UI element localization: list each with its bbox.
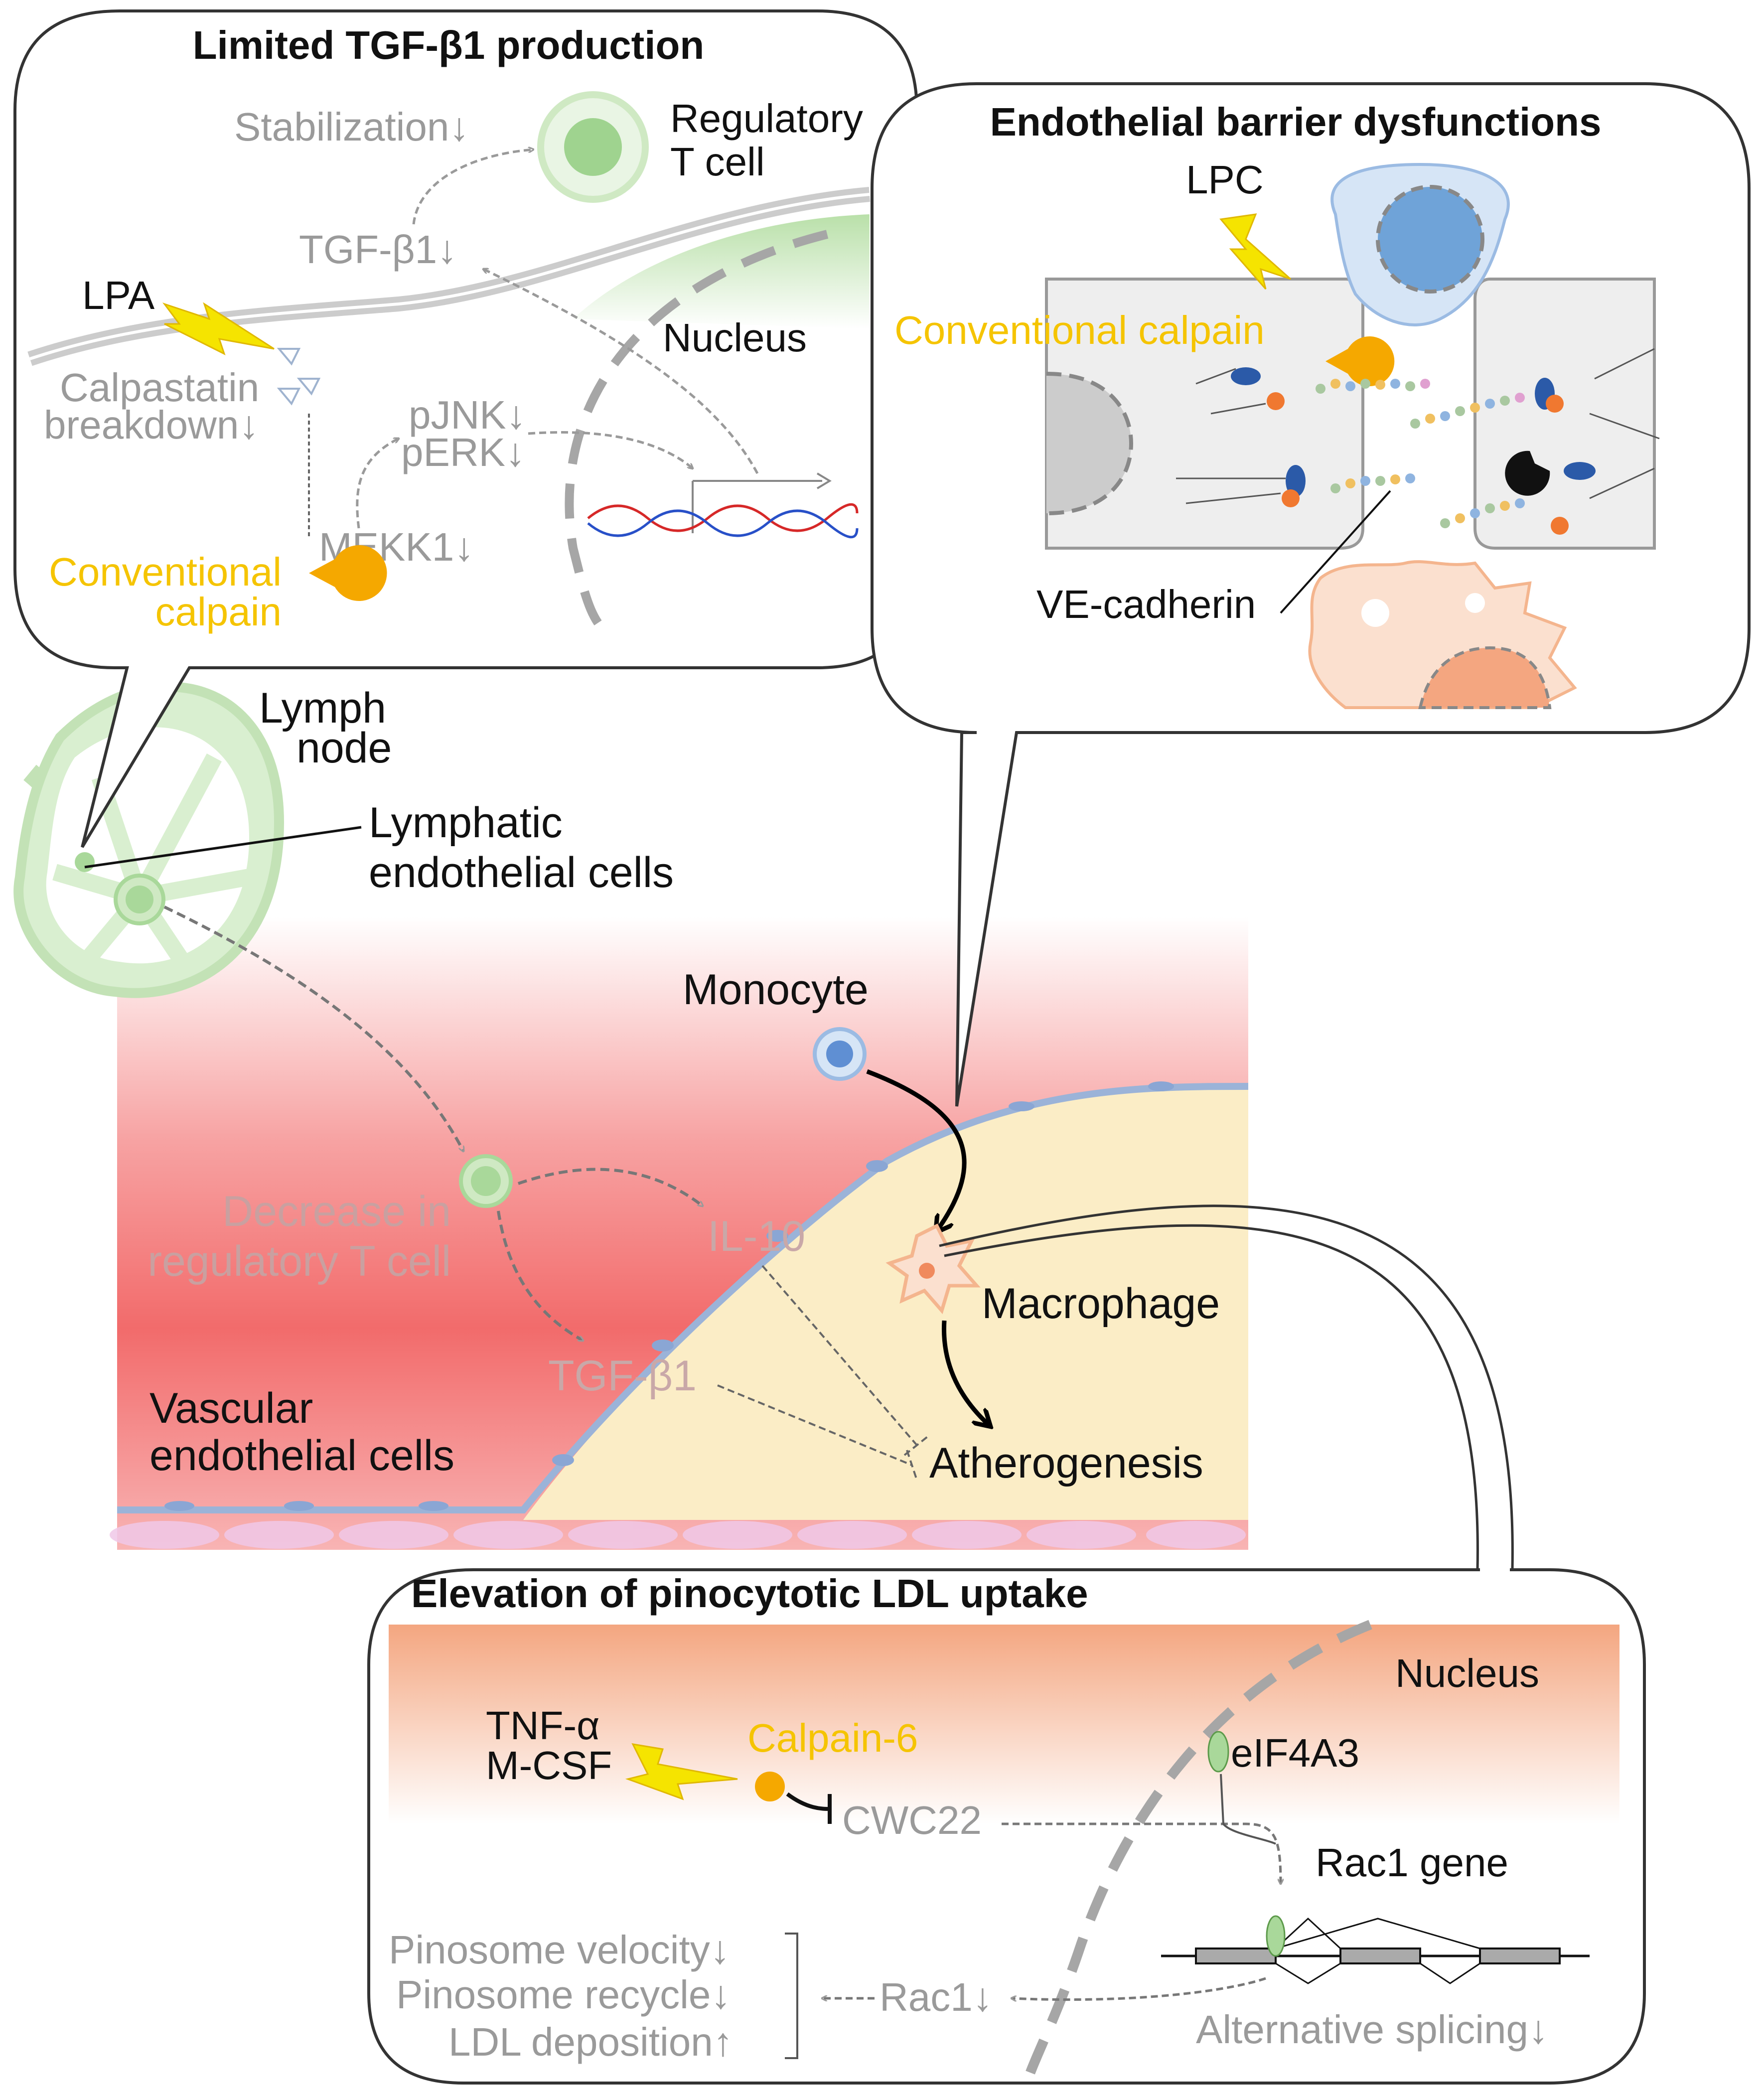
monocyte-to-macrophage-arrow bbox=[866, 1069, 967, 1231]
lymph-node-label-2: node bbox=[296, 724, 392, 772]
tnf-lightning-icon bbox=[625, 1743, 738, 1800]
treg-to-il10-arrow bbox=[518, 1168, 703, 1206]
decrease-treg-label-2: regulatory T cell bbox=[147, 1237, 451, 1285]
macrophage-label: Macrophage bbox=[982, 1280, 1220, 1328]
vascular-endothelium-line bbox=[117, 1083, 1249, 1513]
tgfb1-to-treg-arrow bbox=[412, 150, 533, 225]
ldl-callout-connector bbox=[939, 1204, 1514, 1570]
transmigrating-monocyte bbox=[1330, 162, 1510, 326]
smooth-muscle-layer bbox=[110, 1521, 1246, 1549]
pinosome-velocity-label: Pinosome velocity↓ bbox=[389, 1928, 730, 1972]
gene-transcription-icon bbox=[587, 472, 859, 539]
lymph-node-label: Lymph bbox=[259, 684, 386, 732]
eif4a3-link bbox=[1220, 1774, 1276, 1845]
calpain6-label: Calpain-6 bbox=[747, 1716, 918, 1760]
vec-label-2: endothelial cells bbox=[149, 1432, 454, 1480]
ldl-nucleus-band bbox=[389, 1625, 1619, 1824]
endo-calpain-label: Conventional calpain bbox=[894, 308, 1265, 352]
lpc-lightning-icon bbox=[1219, 213, 1291, 290]
pinosome-recycle-label: Pinosome recycle↓ bbox=[396, 1972, 731, 2017]
tnf-label: TNF-α bbox=[486, 1703, 599, 1748]
lec-label: Lymphatic bbox=[369, 799, 563, 847]
endo-calpain-pacman-icon bbox=[1325, 336, 1395, 386]
stabilization-label: Stabilization↓ bbox=[234, 105, 469, 149]
endo-panel-title: Endothelial barrier dysfunctions bbox=[990, 100, 1602, 144]
tgf-calpain-label: Conventional bbox=[49, 550, 282, 594]
perk-to-gene-arrow bbox=[528, 431, 693, 468]
transmigrating-macrophage bbox=[1308, 560, 1577, 709]
endothelial-cell-nuclei bbox=[164, 1081, 1174, 1511]
macrophage-to-atherogenesis-arrow bbox=[941, 1320, 989, 1425]
cytoskeleton-lines bbox=[1176, 348, 1660, 504]
lec-leader-line bbox=[84, 826, 362, 869]
ve-cadherin-label: VE-cadherin bbox=[1036, 582, 1256, 626]
endothelial-cell-left bbox=[1045, 278, 1364, 550]
atherogenesis-label: Atherogenesis bbox=[929, 1439, 1203, 1487]
il10-label: IL-10 bbox=[708, 1212, 805, 1260]
ve-cadherin-chains bbox=[1316, 379, 1525, 528]
mcsf-label: M-CSF bbox=[486, 1743, 612, 1788]
rac1-gene-label: Rac1 gene bbox=[1316, 1840, 1508, 1885]
ldl-nuclear-envelope bbox=[1022, 1620, 1372, 2085]
splicing-to-rac1-arrow bbox=[1012, 1977, 1266, 2000]
eif4a3-icon bbox=[1207, 1731, 1229, 1773]
perk-label: pERK↓ bbox=[401, 430, 525, 474]
tgf-panel-border bbox=[13, 9, 918, 848]
calpastatin-label: Calpastatin bbox=[60, 365, 259, 410]
cwc22-label: CWC22 bbox=[842, 1798, 982, 1842]
tgfb1-panel-label: TGF-β1↓ bbox=[299, 227, 457, 272]
lpc-label: LPC bbox=[1186, 157, 1264, 202]
effects-bracket bbox=[785, 1933, 798, 2059]
calpastatin-triangles bbox=[277, 348, 321, 406]
tgf-calpain-label-2: calpain bbox=[155, 590, 282, 634]
mekk1-to-pjnk-arrow bbox=[356, 439, 399, 529]
calpain6-icon bbox=[755, 1772, 785, 1801]
gene-to-tgfb1-arrow bbox=[483, 269, 759, 474]
lpa-label: LPA bbox=[82, 273, 155, 317]
treg-label-2: T cell bbox=[670, 140, 765, 184]
cwc22-to-rac1-arrow bbox=[1002, 1822, 1281, 1884]
calpain6-inhibition bbox=[786, 1792, 832, 1824]
ldl-panel-title: Elevation of pinocytotic LDL uptake bbox=[411, 1571, 1088, 1616]
atherosclerotic-plaque bbox=[523, 1086, 1248, 1520]
lymphatic-endothelial-cell-marker bbox=[75, 852, 95, 872]
treg-label: Regulatory bbox=[670, 96, 863, 141]
rac1-label: Rac1↓ bbox=[880, 1975, 993, 2019]
tgfb1-inhibition bbox=[717, 1384, 918, 1481]
tgf-nucleus-label: Nucleus bbox=[663, 315, 807, 360]
rac1-gene-structure bbox=[1161, 1915, 1590, 1984]
calpastatin-label-2: breakdown↓ bbox=[44, 403, 259, 447]
tgf-nuclear-envelope bbox=[565, 230, 829, 625]
endo-cleaving-calpain-icon bbox=[1505, 450, 1550, 496]
treg-to-tgfb1-arrow bbox=[497, 1210, 583, 1342]
tgf-panel-title: Limited TGF-β1 production bbox=[193, 23, 705, 67]
lec-label-2: endothelial cells bbox=[369, 849, 674, 897]
eif4a3-label: eIF4A3 bbox=[1231, 1731, 1359, 1775]
monocyte-label: Monocyte bbox=[683, 966, 869, 1014]
il10-inhibition bbox=[761, 1265, 930, 1456]
ldl-deposition-label: LDL deposition↑ bbox=[448, 2020, 733, 2064]
vec-label: Vascular bbox=[149, 1384, 313, 1432]
ve-cadherin-leader bbox=[1280, 490, 1391, 614]
ve-cadherin-anchors bbox=[1231, 367, 1596, 535]
tgfb1-vessel-label: TGF-β1 bbox=[548, 1352, 697, 1400]
calpain-pacman-icon bbox=[309, 545, 387, 601]
alternative-splicing-label: Alternative splicing↓ bbox=[1196, 2007, 1548, 2052]
treg-migration-arrow bbox=[163, 905, 465, 1151]
decrease-treg-label: Decrease in bbox=[222, 1188, 451, 1235]
lpa-lightning-icon bbox=[162, 302, 275, 355]
pjnk-label: pJNK↓ bbox=[409, 393, 526, 437]
ldl-nucleus-label: Nucleus bbox=[1395, 1651, 1539, 1695]
